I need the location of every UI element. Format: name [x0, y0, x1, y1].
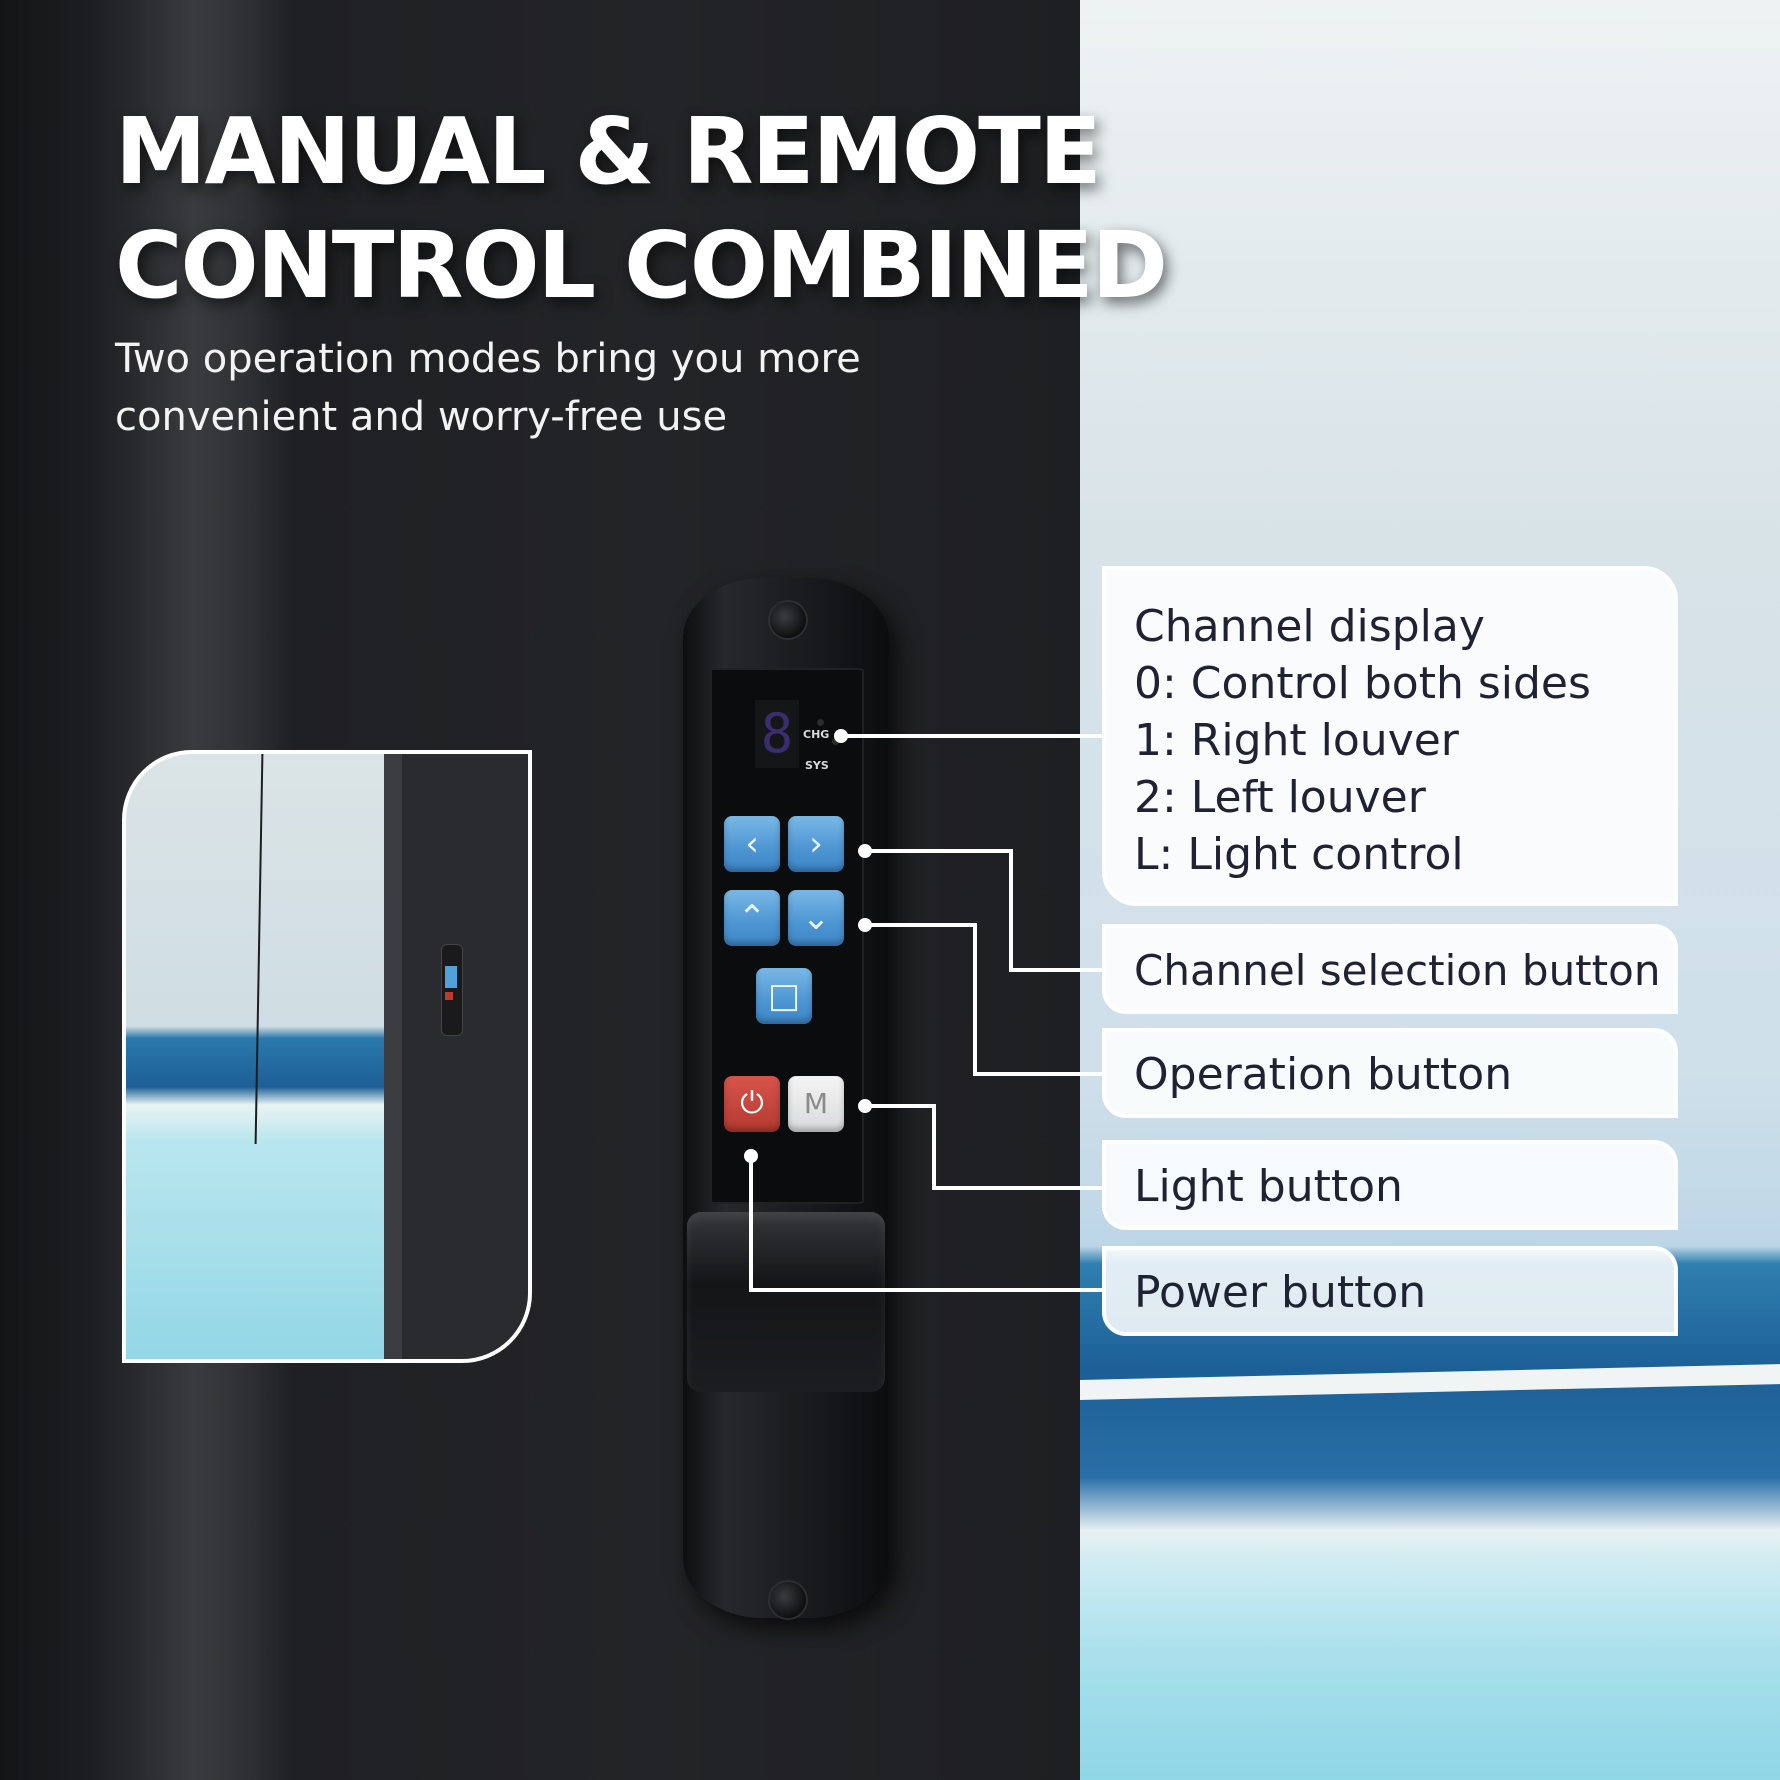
- inset-wall-edge: [384, 754, 402, 1359]
- controller-handle: [687, 1212, 885, 1392]
- light-label: Light button: [1134, 1161, 1403, 1212]
- inset-wall-post: [384, 754, 528, 1359]
- bottom-screw-icon: [768, 1580, 808, 1620]
- power-leader-v: [749, 1156, 753, 1292]
- operation-leader-v: [973, 923, 977, 1076]
- headline-line-2: CONTROL COMBINED: [115, 212, 1168, 319]
- channel-option-1: 1: Right louver: [1134, 715, 1459, 766]
- light-leader-v: [932, 1104, 936, 1190]
- channel-left-button[interactable]: ‹: [724, 816, 780, 872]
- power-button[interactable]: ⏻: [724, 1076, 780, 1132]
- inset-controller-buttons: [445, 966, 457, 988]
- channel-display-title: Channel display: [1134, 601, 1485, 652]
- channel-display-callout: Channel display 0: Control both sides 1:…: [1102, 566, 1678, 906]
- operation-leader-h2: [973, 1072, 1103, 1076]
- pull-cord: [254, 754, 264, 1144]
- channel-leader-v: [1009, 849, 1013, 972]
- channel-right-button[interactable]: ›: [788, 816, 844, 872]
- inset-photo: [122, 750, 532, 1363]
- channel-leader-h1: [865, 849, 1013, 853]
- stop-button[interactable]: □: [756, 968, 812, 1024]
- up-button[interactable]: ⌃: [724, 890, 780, 946]
- headline: MANUAL & REMOTE CONTROL COMBINED: [115, 95, 1168, 323]
- channel-selection-label: Channel selection button: [1134, 946, 1661, 995]
- display-leader-line: [841, 734, 1103, 738]
- channel-selection-callout: Channel selection button: [1102, 924, 1678, 1014]
- subheadline-line-1: Two operation modes bring you more: [115, 336, 861, 382]
- down-button[interactable]: ⌄: [788, 890, 844, 946]
- light-leader-h1: [865, 1104, 936, 1108]
- power-leader-h: [749, 1288, 1103, 1292]
- sys-label: SYS: [805, 759, 829, 772]
- channel-display: 8: [755, 700, 799, 768]
- channel-option-0: 0: Control both sides: [1134, 658, 1591, 709]
- chg-label: CHG: [803, 728, 830, 741]
- inset-controller-power: [445, 992, 453, 1000]
- subheadline: Two operation modes bring you more conve…: [115, 330, 861, 446]
- channel-option-l: L: Light control: [1134, 829, 1464, 880]
- channel-leader-h2: [1009, 968, 1103, 972]
- light-button[interactable]: M: [788, 1076, 844, 1132]
- power-callout: Power button: [1102, 1246, 1678, 1336]
- light-leader-h2: [932, 1186, 1103, 1190]
- power-label: Power button: [1134, 1267, 1427, 1318]
- headline-line-1: MANUAL & REMOTE: [115, 98, 1102, 205]
- subheadline-line-2: convenient and worry-free use: [115, 394, 728, 440]
- channel-option-2: 2: Left louver: [1134, 772, 1426, 823]
- operation-label: Operation button: [1134, 1049, 1513, 1100]
- chg-led: [817, 719, 824, 726]
- sys-led: [832, 738, 839, 745]
- inset-controller: [441, 944, 463, 1036]
- operation-callout: Operation button: [1102, 1028, 1678, 1118]
- top-screw-icon: [768, 600, 808, 640]
- light-callout: Light button: [1102, 1140, 1678, 1230]
- operation-leader-h1: [865, 923, 977, 927]
